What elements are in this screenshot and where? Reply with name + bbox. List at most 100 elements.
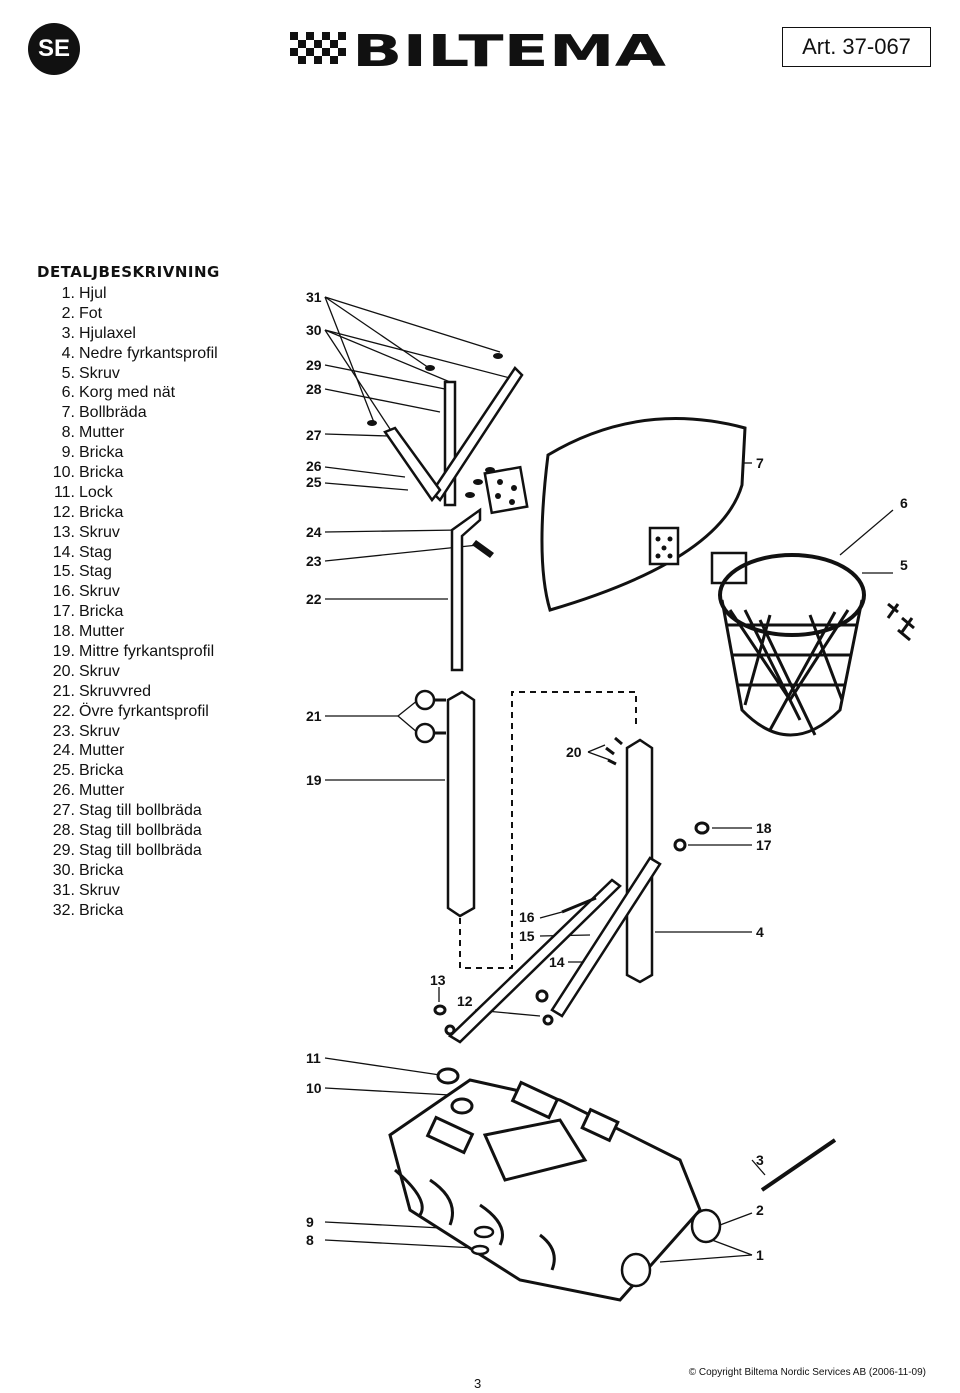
part-name: Stag (79, 543, 112, 561)
part-name: Skruv (79, 523, 120, 541)
part-number: 17. (52, 603, 75, 621)
parts-list-item: 17.Bricka (37, 602, 218, 622)
part-number: 11. (53, 483, 75, 501)
article-number: Art. 37-067 (782, 27, 931, 67)
part-name: Korg med nät (79, 384, 176, 402)
part-name: Nedre fyrkantsprofil (79, 344, 218, 362)
callout-13: 13 (430, 972, 446, 988)
callout-14: 14 (549, 954, 565, 970)
copyright-notice: © Copyright Biltema Nordic Services AB (… (688, 1367, 926, 1378)
callout-19: 19 (306, 772, 322, 788)
language-badge: SE (28, 23, 80, 75)
part-name: Skruv (79, 881, 120, 899)
parts-list-item: 9.Bricka (37, 443, 218, 463)
part-number: 14. (52, 543, 75, 561)
callout-11: 11 (306, 1050, 321, 1066)
callout-6: 6 (900, 495, 908, 511)
parts-list-item: 6.Korg med nät (37, 383, 218, 403)
callout-3: 3 (756, 1152, 764, 1168)
parts-list-item: 13.Skruv (37, 523, 218, 543)
part-name: Mittre fyrkantsprofil (79, 643, 215, 661)
part-number: 30. (52, 861, 75, 879)
part-number: 20. (52, 662, 75, 680)
part-name: Övre fyrkantsprofil (79, 702, 209, 720)
parts-list-item: 32.Bricka (37, 901, 218, 921)
part-name: Mutter (79, 424, 125, 442)
part-number: 25. (52, 762, 75, 780)
callout-5: 5 (900, 557, 908, 573)
callout-23: 23 (306, 553, 322, 569)
callout-29: 29 (306, 357, 322, 373)
callout-21: 21 (306, 708, 322, 724)
callout-17: 17 (756, 837, 772, 853)
parts-list-item: 20.Skruv (37, 662, 218, 682)
part-number: 7. (61, 404, 75, 422)
callout-16: 16 (519, 909, 535, 925)
parts-list-item: 30.Bricka (37, 861, 218, 881)
parts-list-item: 19.Mittre fyrkantsprofil (37, 642, 218, 662)
part-name: Skruv (79, 364, 120, 382)
callout-27: 27 (306, 427, 322, 443)
part-number: 6. (61, 384, 75, 402)
parts-list-item: 31.Skruv (37, 881, 218, 901)
parts-heading: DETALJBESKRIVNING (37, 263, 220, 281)
parts-list-item: 3.Hjulaxel (37, 324, 218, 344)
part-number: 13. (52, 523, 75, 541)
parts-list-item: 16.Skruv (37, 582, 218, 602)
page-number: 3 (474, 1376, 482, 1391)
part-number: 4. (61, 344, 75, 362)
parts-list-item: 24.Mutter (37, 741, 218, 761)
basket-net-drawing (710, 551, 866, 737)
backboard-drawing (540, 417, 747, 612)
part-number: 15. (52, 563, 75, 581)
callout-15: 15 (519, 928, 535, 944)
parts-list-item: 14.Stag (37, 543, 218, 563)
part-number: 31. (52, 881, 75, 899)
parts-list-item: 4.Nedre fyrkantsprofil (37, 344, 218, 364)
callout-9: 9 (306, 1214, 314, 1230)
parts-list-item: 18.Mutter (37, 622, 218, 642)
callout-7: 7 (756, 455, 764, 471)
callout-26: 26 (306, 458, 322, 474)
part-name: Bricka (79, 603, 124, 621)
part-number: 12. (52, 503, 75, 521)
callout-24: 24 (306, 524, 322, 540)
part-number: 3. (61, 324, 75, 342)
part-name: Bricka (79, 503, 124, 521)
part-name: Mutter (79, 782, 125, 800)
parts-list-item: 26.Mutter (37, 781, 218, 801)
part-name: Mutter (79, 623, 125, 641)
parts-list-item: 12.Bricka (37, 503, 218, 523)
parts-list-item: 15.Stag (37, 562, 218, 582)
part-number: 1. (61, 285, 75, 302)
callout-4: 4 (756, 924, 764, 940)
part-name: Hjul (79, 285, 107, 302)
part-number: 22. (52, 702, 75, 720)
part-number: 26. (52, 782, 75, 800)
biltema-logo: BILTEMA (290, 28, 666, 72)
parts-list-item: 29.Stag till bollbräda (37, 841, 218, 861)
callout-8: 8 (306, 1232, 314, 1248)
part-number: 27. (52, 802, 75, 820)
parts-list-item: 5.Skruv (37, 364, 218, 384)
callout-25: 25 (306, 474, 322, 490)
part-name: Stag till bollbräda (79, 841, 202, 859)
callout-10: 10 (306, 1080, 322, 1096)
callout-12: 12 (457, 993, 473, 1009)
part-name: Lock (79, 483, 113, 501)
part-number: 24. (52, 742, 75, 760)
part-name: Hjulaxel (79, 324, 136, 342)
callout-31: 31 (306, 289, 322, 305)
parts-list-item: 21.Skruvvred (37, 682, 218, 702)
parts-list-item: 1.Hjul (37, 284, 218, 304)
parts-list-item: 22.Övre fyrkantsprofil (37, 702, 218, 722)
part-number: 23. (52, 722, 75, 740)
part-number: 5. (61, 364, 75, 382)
callout-20: 20 (566, 744, 582, 760)
part-number: 2. (61, 304, 75, 322)
part-number: 18. (52, 623, 75, 641)
part-number: 16. (52, 583, 75, 601)
middle-pole-drawing (414, 689, 654, 984)
part-name: Stag till bollbräda (79, 822, 202, 840)
